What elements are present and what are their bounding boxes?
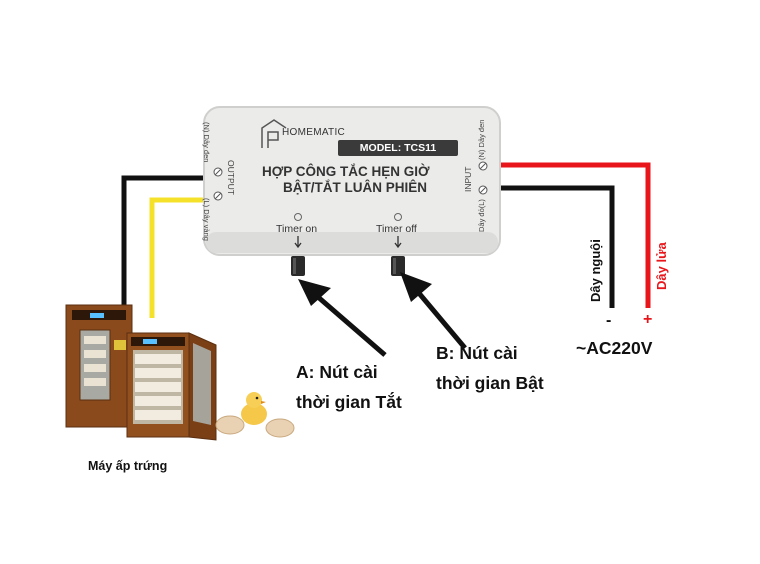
timer-on-arrow-icon (294, 236, 302, 249)
plus-sign: + (643, 311, 653, 328)
input-label: INPUT (463, 166, 473, 193)
homematic-logo-icon (261, 119, 287, 148)
device-title-line2: BẬT/TẮT LUÂN PHIÊN (283, 180, 427, 195)
input-red-wire (495, 162, 651, 308)
voltage-label: ~AC220V (576, 338, 653, 358)
output-label: OUTPUT (226, 160, 236, 195)
output-wire-l-label: (L) Dây vàng (202, 198, 211, 241)
incubator-caption: Máy ấp trứng (88, 459, 168, 473)
callout-a-line1: A: Nút cài (296, 362, 378, 382)
device-title-line1: HỢP CÔNG TẮC HẸN GIỜ (262, 164, 430, 179)
callout-a-line2: thời gian Tắt (296, 392, 402, 412)
output-black-wire (121, 175, 212, 318)
output-wire-n-label: (N) Dây đen (202, 122, 211, 163)
timer-on-label: Timer on (276, 223, 318, 235)
timer-box-shade (206, 232, 498, 253)
callout-b-line1: B: Nút cài (436, 343, 518, 363)
input-wire-l-label: Dây đỏ(L) (477, 199, 486, 232)
egg-shell-left (215, 415, 245, 435)
live-wire-label: Dây lửa (654, 242, 669, 290)
callout-b-line2: thời gian Bật (436, 373, 544, 393)
model-badge: MODEL: TCS11 (338, 140, 458, 156)
egg-shell-right (265, 418, 295, 438)
timer-off-label: Timer off (376, 223, 417, 235)
callout-a-arrowhead-icon (298, 279, 331, 306)
input-wire-n-label: (N) Dây đen (477, 119, 486, 160)
input-black-wire (495, 185, 615, 308)
timer-off-led (394, 213, 402, 221)
minus-sign: - (606, 312, 612, 329)
callout-b-arrowhead-icon (400, 272, 432, 302)
output-yellow-wire (149, 197, 212, 318)
timer-on-led (294, 213, 302, 221)
brand-logo-text: HOMEMATIC (282, 127, 346, 138)
chick (241, 403, 267, 425)
neutral-wire-label: Dây nguội (588, 239, 603, 302)
timer-off-arrow-icon (394, 236, 402, 249)
